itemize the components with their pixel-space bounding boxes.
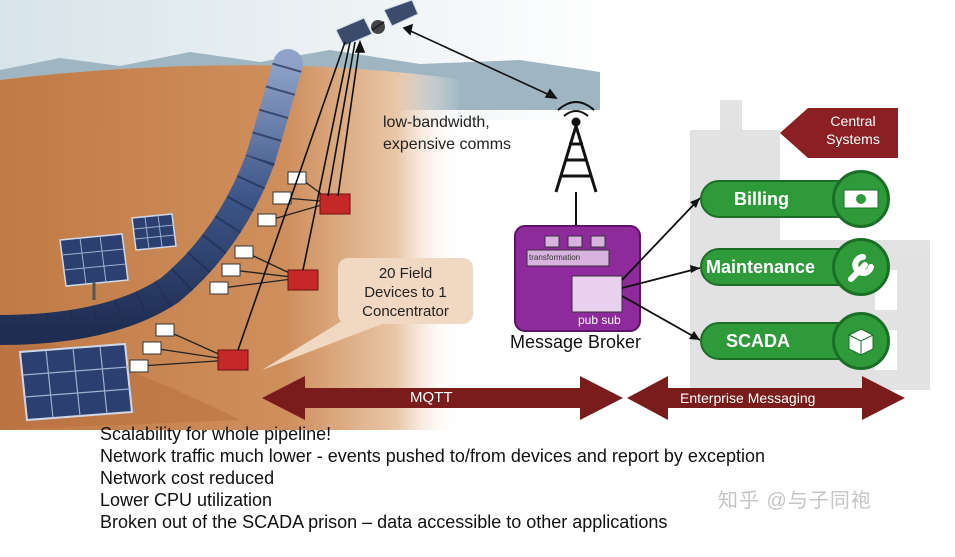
solar-panel	[131, 213, 177, 251]
comms-label: low-bandwidth, expensive comms	[383, 112, 511, 156]
desert-ground	[0, 65, 640, 430]
mqtt-label: MQTT	[410, 389, 453, 406]
benefits-list: Scalability for whole pipeline! Network …	[100, 423, 940, 533]
pipeline	[0, 49, 303, 345]
service-scada-label: SCADA	[726, 330, 791, 351]
central-systems-line: Systems	[826, 131, 880, 147]
benefit-item: Network cost reduced	[100, 468, 275, 488]
enterprise-messaging-arrow	[627, 376, 905, 420]
comms-label-line: expensive comms	[383, 136, 512, 153]
enterprise-messaging-label: Enterprise Messaging	[680, 390, 816, 406]
concentrator-label: 20 Field Devices to 1 Concentrator	[338, 264, 473, 321]
money-icon	[832, 170, 890, 228]
uplink-arrows	[237, 23, 558, 351]
concentrator-callout	[338, 258, 473, 324]
mqtt-arrow	[262, 376, 623, 420]
concentrator-label-line: Concentrator	[362, 303, 449, 320]
service-billing: Billing	[700, 180, 860, 218]
pubsub-label: pub sub	[578, 313, 621, 327]
box-icon	[832, 312, 890, 370]
central-systems-line: Central	[830, 113, 876, 129]
satellite-icon	[335, 0, 419, 47]
radio-tower-icon	[554, 101, 598, 232]
benefit-item: Lower CPU utilization	[100, 490, 273, 510]
solar-panel	[18, 342, 134, 422]
central-systems-flag	[780, 108, 898, 158]
message-broker-label: Message Broker	[510, 332, 642, 352]
transformation-label: transformation	[529, 253, 581, 262]
service-maintenance-label: Maintenance	[706, 256, 816, 277]
concentrator-label-line: 20 Field	[378, 265, 433, 282]
central-systems-label: Central Systems	[808, 112, 898, 148]
benefit-item: Network traffic much lower - events push…	[100, 446, 765, 466]
benefit-item: Broken out of the SCADA prison – data ac…	[100, 512, 668, 532]
solar-panel	[59, 233, 129, 300]
watermark: 知乎 @与子同袍	[718, 490, 872, 512]
comms-label-line: low-bandwidth,	[383, 114, 490, 131]
concentrator-label-line: Devices to 1	[364, 284, 447, 301]
wrench-icon	[832, 238, 890, 296]
service-arrows	[621, 197, 701, 341]
message-broker-box	[514, 225, 641, 332]
service-billing-label: Billing	[734, 188, 789, 209]
benefit-item: Scalability for whole pipeline!	[100, 424, 332, 444]
